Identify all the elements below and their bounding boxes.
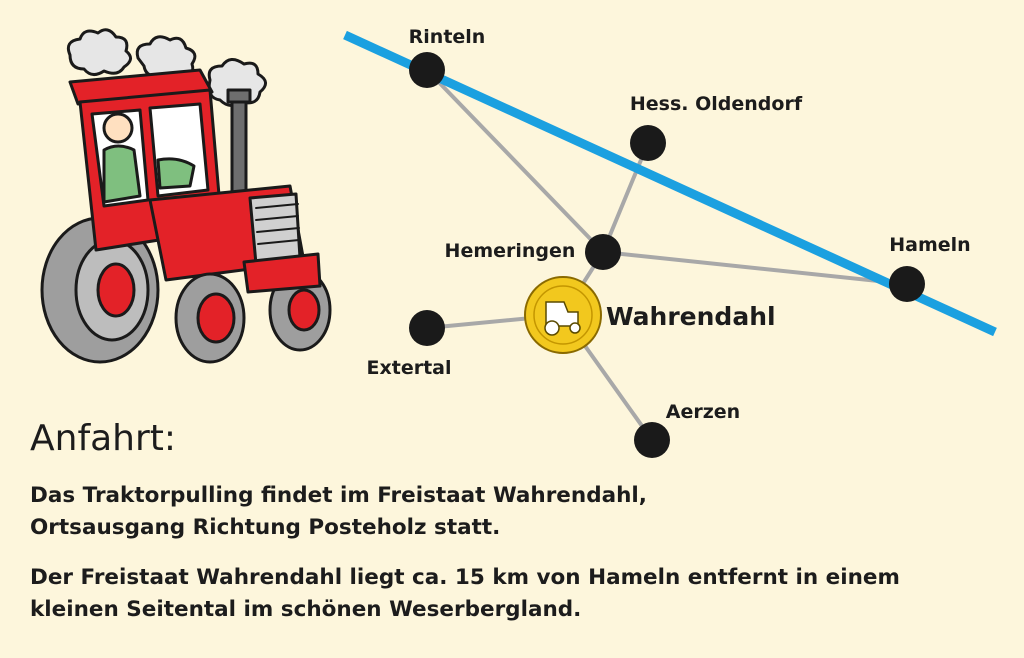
town-label-rinteln: Rinteln	[409, 26, 486, 48]
town-dot-rinteln	[409, 52, 445, 88]
town-label-hess-oldendorf: Hess. Oldendorf	[630, 93, 803, 115]
paragraph-1-line-2: Ortsausgang Richtung Posteholz statt.	[30, 515, 501, 540]
town-label-aerzen: Aerzen	[666, 401, 740, 423]
town-dots	[409, 52, 925, 458]
directions-paragraph-1: Das Traktorpulling findet im Freistaat W…	[30, 480, 647, 544]
paragraph-2-line-2: kleinen Seitental im schönen Weserbergla…	[30, 597, 582, 622]
weser-river	[343, 30, 997, 337]
directions-paragraph-2: Der Freistaat Wahrendahl liegt ca. 15 km…	[30, 562, 900, 626]
town-label-extertal: Extertal	[367, 357, 452, 379]
town-label-hameln: Hameln	[889, 234, 970, 256]
town-dot-hemeringen	[585, 234, 621, 270]
town-dot-hameln	[889, 266, 925, 302]
club-logo-seal	[524, 276, 602, 354]
paragraph-1-line-1: Das Traktorpulling findet im Freistaat W…	[30, 483, 647, 508]
town-label-hemeringen: Hemeringen	[445, 240, 576, 262]
paragraph-2-line-1: Der Freistaat Wahrendahl liegt ca. 15 km…	[30, 565, 900, 590]
tractor-cartoon-icon	[40, 28, 332, 364]
town-dot-extertal	[409, 310, 445, 346]
town-dot-hess-oldendorf	[630, 125, 666, 161]
destination-label: Wahrendahl	[606, 302, 776, 331]
town-dot-aerzen	[634, 422, 670, 458]
directions-heading: Anfahrt:	[30, 418, 177, 459]
